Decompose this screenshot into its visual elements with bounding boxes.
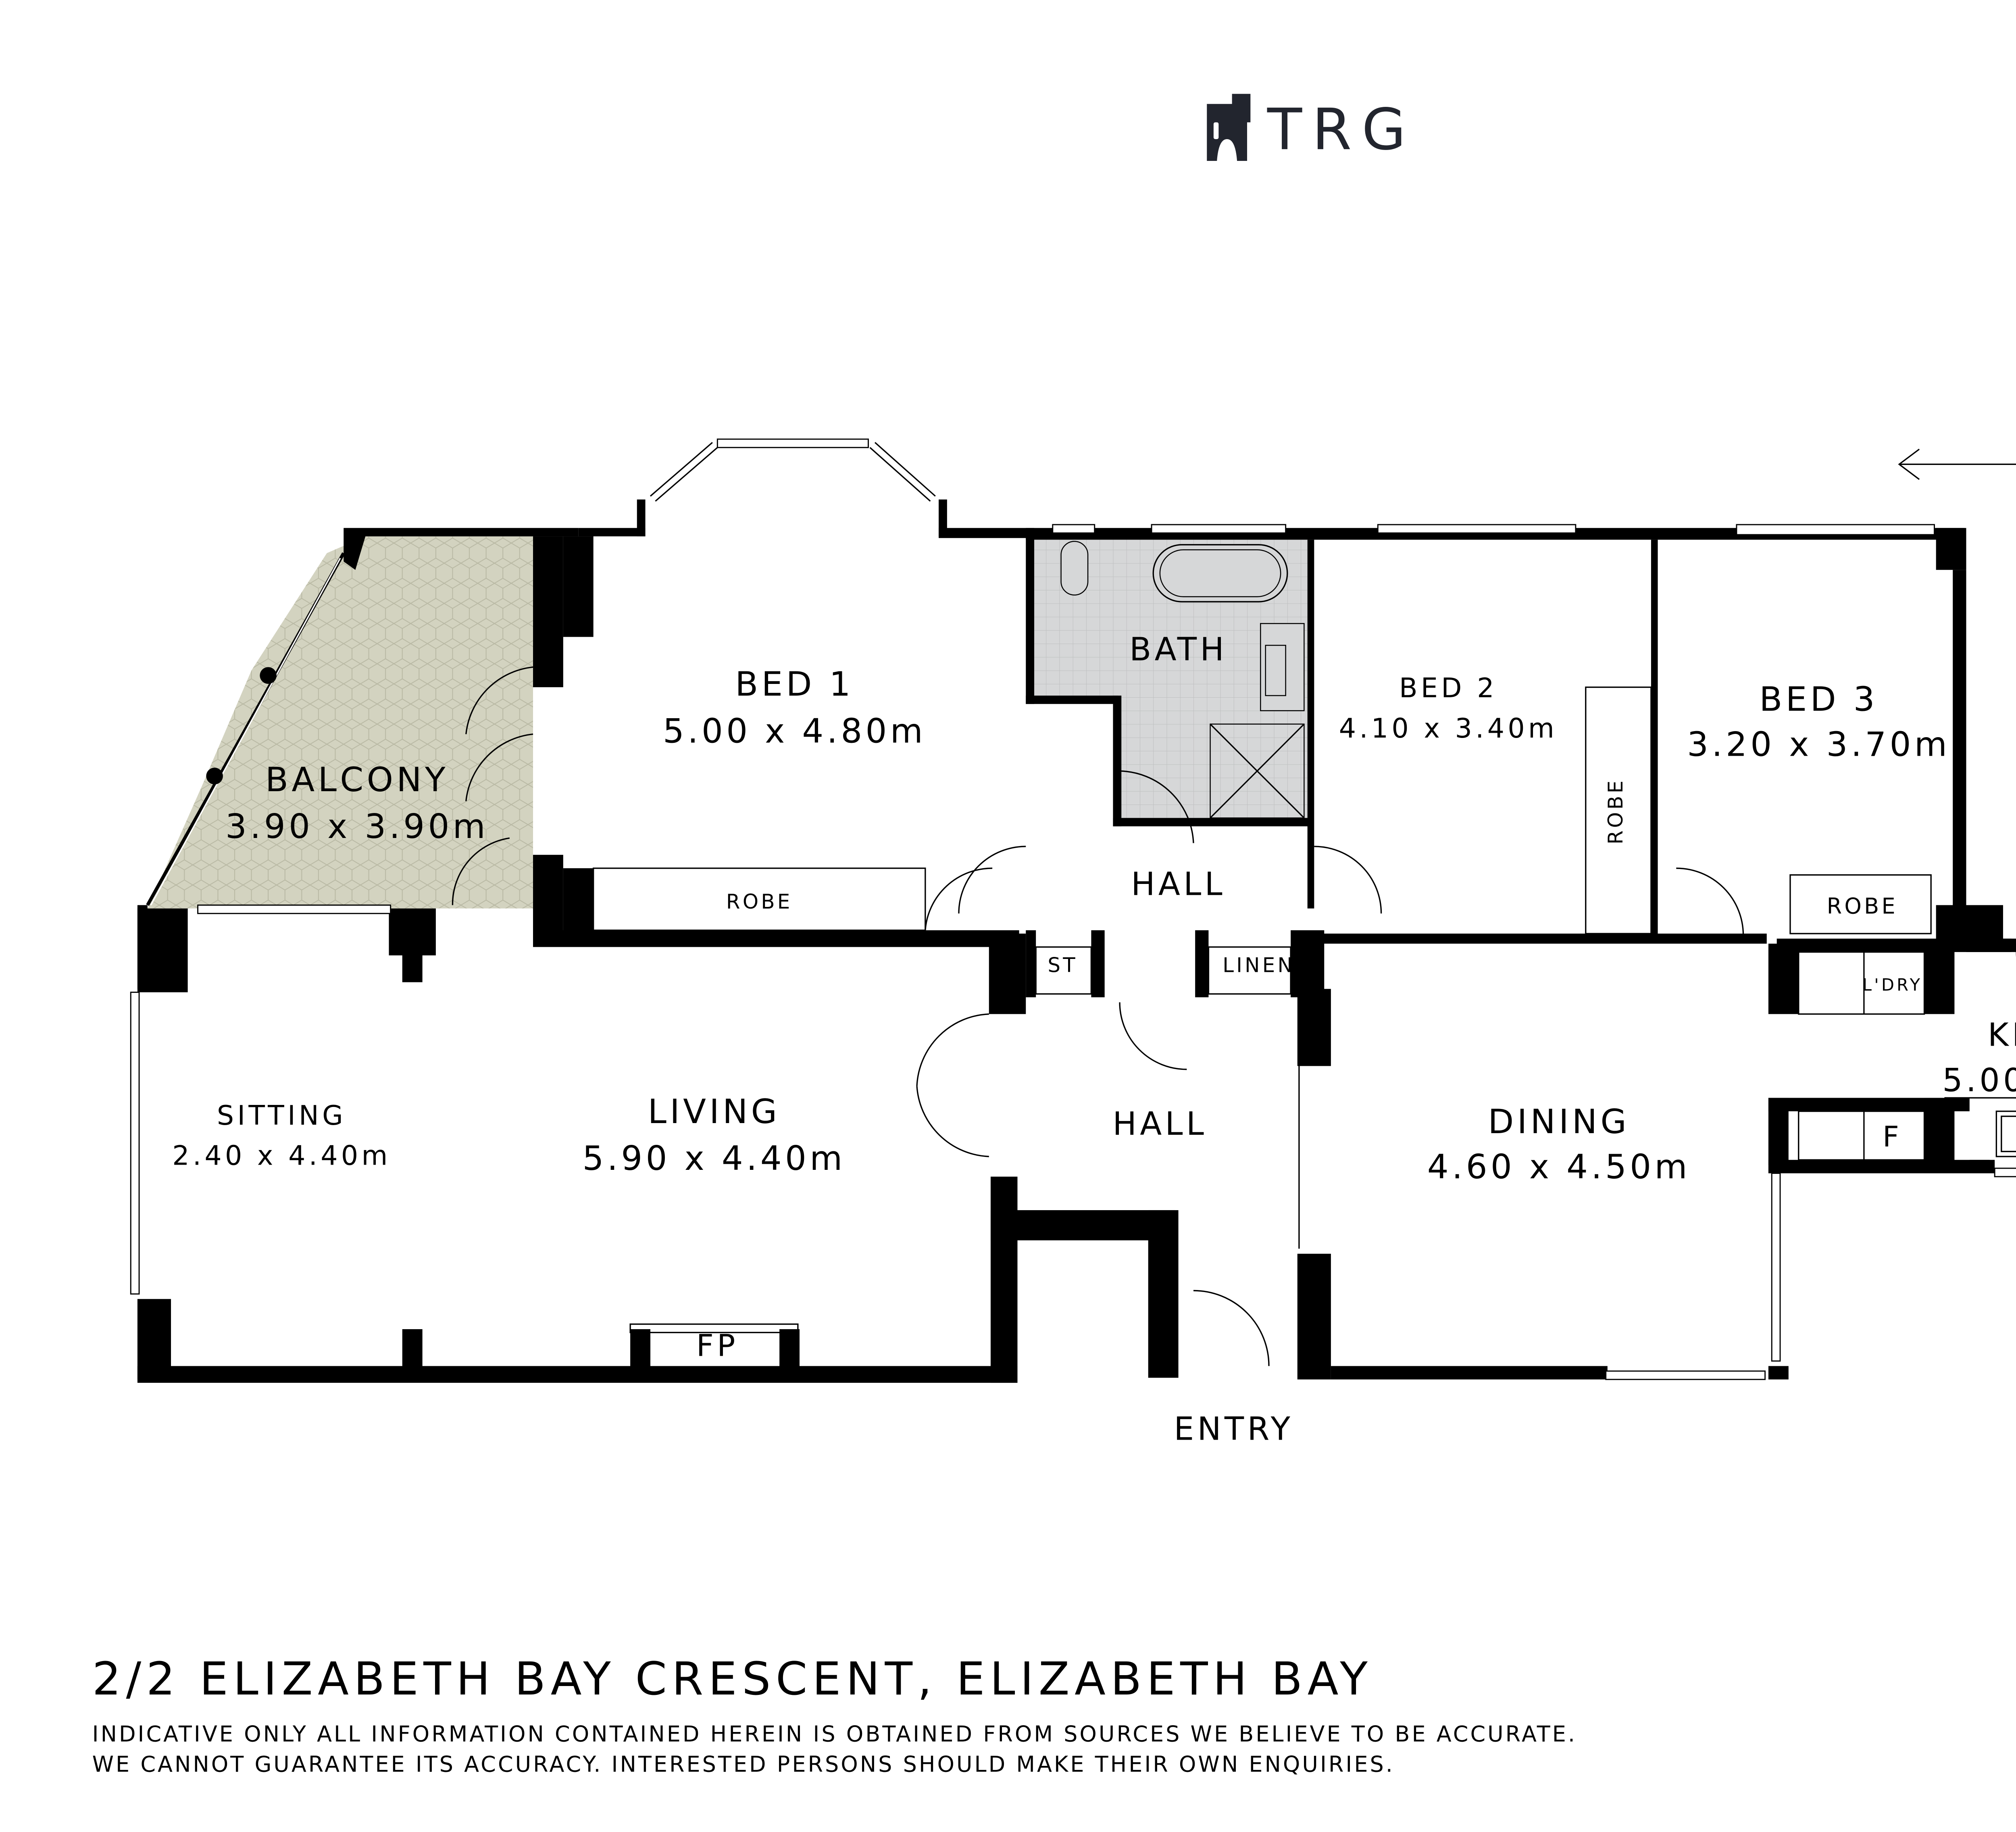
brand-name: TRG — [1267, 97, 1416, 163]
room-size-bed3: 3.20 x 3.70m — [1687, 725, 1950, 764]
bay-window — [650, 438, 936, 502]
fireplace-label: FP — [696, 1328, 739, 1363]
room-label-bed1: BED 1 — [735, 665, 854, 704]
room-size-living: 5.90 x 4.40m — [582, 1139, 846, 1178]
room-label-hall-upper: HALL — [1131, 866, 1226, 903]
room-label-sitting: SITTING — [217, 1100, 346, 1131]
room-label-bed2: BED 2 — [1399, 672, 1497, 704]
windows — [130, 524, 2016, 1380]
balcony-post — [206, 767, 223, 785]
bathtub-icon — [1152, 544, 1288, 602]
room-label-bath: BATH — [1129, 631, 1227, 668]
disclaimer-line2: WE CANNOT GUARANTEE ITS ACCURACY. INTERE… — [92, 1751, 1395, 1777]
trg-logo: TRG — [1207, 94, 1416, 163]
room-size-balcony: 3.90 x 3.90m — [225, 807, 489, 846]
robe-bed1: ROBE — [726, 890, 793, 913]
entry-label: ENTRY — [1174, 1410, 1293, 1447]
fridge-label: F — [1883, 1120, 1902, 1153]
castle-logo-icon — [1207, 94, 1251, 161]
room-size-kitchen: 5.00 x 2.20m — [1942, 1062, 2016, 1099]
toilet-icon — [1060, 541, 1089, 596]
disclaimer-line1: INDICATIVE ONLY ALL INFORMATION CONTAINE… — [92, 1722, 1577, 1747]
vanity-basin-icon — [1260, 623, 1305, 711]
room-label-balcony: BALCONY — [265, 760, 449, 799]
room-label-hall-lower: HALL — [1112, 1105, 1207, 1142]
robe-bed2: ROBE — [1604, 778, 1627, 844]
robe-bed3: ROBE — [1827, 893, 1898, 919]
cabinetry — [593, 686, 2016, 1334]
laundry-label: L'DRY — [1862, 975, 1922, 994]
walls — [137, 499, 2016, 1383]
access-arrow-icon — [1898, 448, 2016, 480]
room-label-living: LIVING — [648, 1092, 781, 1131]
balcony-floor — [147, 536, 533, 909]
room-size-bed2: 4.10 x 3.40m — [1339, 713, 1558, 744]
room-size-sitting: 2.40 x 4.40m — [172, 1140, 391, 1171]
linen-label: LINEN — [1223, 954, 1295, 977]
room-label-dining: DINING — [1488, 1102, 1630, 1141]
room-size-bed1: 5.00 x 4.80m — [663, 711, 926, 750]
shower-icon — [1210, 723, 1305, 819]
sink-icon — [1995, 1111, 2016, 1157]
balcony-post — [260, 667, 277, 684]
room-size-dining: 4.60 x 4.50m — [1427, 1147, 1691, 1186]
property-address: 2/2 ELIZABETH BAY CRESCENT, ELIZABETH BA… — [92, 1653, 1373, 1705]
doors — [452, 666, 2016, 1366]
main-bath-floor-lower — [1118, 699, 1308, 821]
room-label-kitchen: KITCHEN — [1988, 1017, 2016, 1054]
room-label-bed3: BED 3 — [1759, 679, 1878, 719]
storage-label: ST — [1048, 954, 1078, 977]
